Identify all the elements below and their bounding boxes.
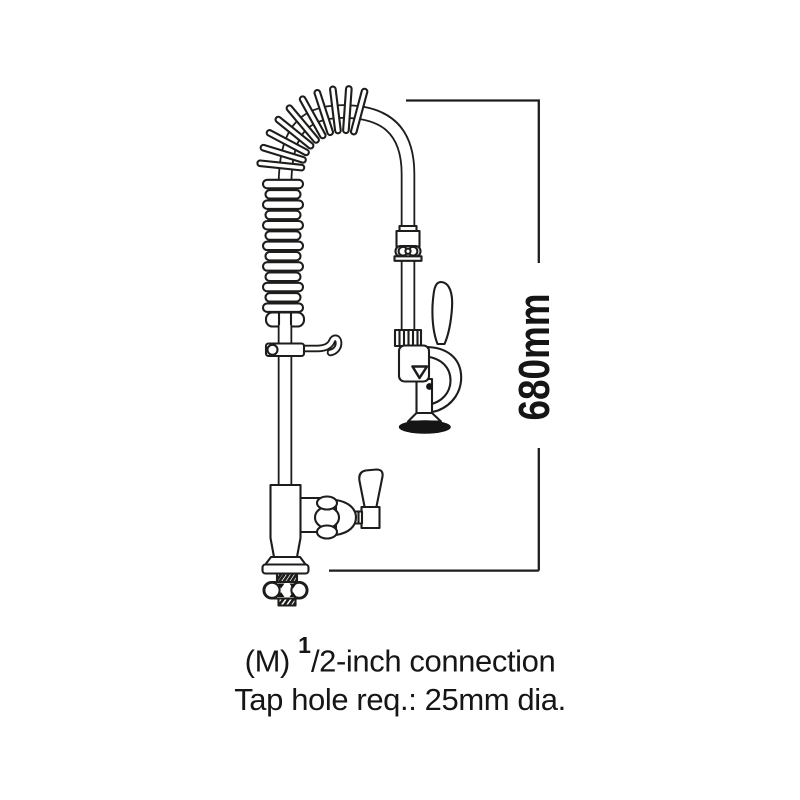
caption-fraction-numerator: 1: [298, 632, 311, 658]
caption-connection-rest: /2-inch connection: [310, 643, 556, 679]
hose-spring-coil-arch: [256, 85, 369, 172]
dimension-label: 680mm: [510, 294, 559, 421]
pivot-dot: [426, 383, 433, 390]
dimension-line-top: [406, 99, 540, 263]
nozzle-flare: [406, 411, 443, 423]
dimension-annotation: 680mm: [329, 99, 559, 572]
hose-spring-coil-rings: [261, 178, 305, 313]
shank-tail-thread: [277, 597, 297, 607]
hook-clamp-screw: [266, 343, 279, 356]
rubber-bumper: [398, 420, 451, 434]
coil-end-nut: [264, 311, 306, 328]
valve-seat-mark: [411, 365, 429, 380]
caption: (M) 1/2-inch connection Tap hole req.: 2…: [0, 632, 800, 719]
spray-head: [393, 280, 463, 434]
hose-coupling: [393, 224, 423, 262]
base-valve-handle-lever: [358, 468, 384, 511]
base-assembly: [261, 468, 384, 607]
base-body: [269, 483, 302, 559]
caption-line-1: (M) 1/2-inch connection: [0, 632, 800, 680]
caption-connection-prefix: (M): [244, 643, 299, 679]
valve-dome: [334, 498, 358, 537]
valve-bonnet: [313, 495, 341, 540]
lever-hub-block: [360, 505, 381, 530]
mounting-flange-disc: [261, 563, 310, 575]
wall-hook: [264, 334, 343, 358]
valve-housing: [397, 344, 431, 383]
lock-nut: [262, 580, 309, 600]
squeeze-handle: [431, 280, 454, 346]
caption-line-2: Tap hole req.: 25mm dia.: [234, 682, 566, 718]
knurled-nut: [393, 328, 423, 348]
